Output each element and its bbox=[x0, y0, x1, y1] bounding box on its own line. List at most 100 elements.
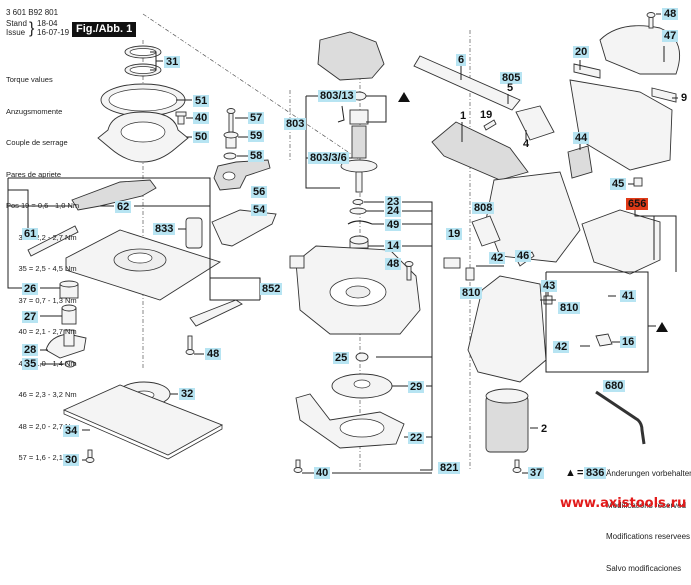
part-label-803[interactable]: 803 bbox=[284, 118, 307, 130]
nut-35 bbox=[64, 360, 76, 368]
part-label-24[interactable]: 24 bbox=[385, 205, 402, 217]
part-label-48c[interactable]: 48 bbox=[662, 8, 679, 20]
part-label-26[interactable]: 26 bbox=[22, 283, 39, 295]
part-label-48b[interactable]: 48 bbox=[385, 258, 402, 270]
eccentric-28 bbox=[45, 329, 87, 359]
part-label-833[interactable]: 833 bbox=[153, 223, 176, 235]
brace: } bbox=[29, 20, 35, 37]
part-label-803-13[interactable]: 803/13 bbox=[318, 90, 356, 102]
screw-57 bbox=[226, 108, 236, 133]
fan-cover bbox=[317, 31, 385, 81]
part-label-19[interactable]: 19 bbox=[480, 109, 493, 121]
part-label-35[interactable]: 35 bbox=[22, 358, 39, 370]
part-label-1[interactable]: 1 bbox=[460, 110, 467, 122]
brush-16 bbox=[595, 333, 613, 347]
part-label-14[interactable]: 14 bbox=[385, 240, 402, 252]
part-label-821[interactable]: 821 bbox=[438, 462, 461, 474]
part-label-19b[interactable]: 19 bbox=[446, 228, 463, 240]
stator-housing bbox=[467, 275, 547, 383]
part-label-42[interactable]: 42 bbox=[489, 252, 506, 264]
part-label-29[interactable]: 29 bbox=[408, 381, 425, 393]
part-label-680[interactable]: 680 bbox=[603, 380, 626, 392]
part-label-58[interactable]: 58 bbox=[248, 150, 265, 162]
note-line: Salvo modificaciones bbox=[606, 563, 682, 573]
part-label-656[interactable]: 656 bbox=[626, 198, 649, 210]
motor-housing bbox=[485, 171, 581, 263]
part-label-54[interactable]: 54 bbox=[251, 204, 268, 216]
part-label-37[interactable]: 37 bbox=[528, 467, 545, 479]
ring-31-top bbox=[124, 45, 162, 59]
part-label-9[interactable]: 9 bbox=[681, 92, 688, 104]
part-label-42b[interactable]: 42 bbox=[553, 341, 570, 353]
part-label-836[interactable]: 836 bbox=[584, 467, 607, 479]
part-label-16[interactable]: 16 bbox=[620, 336, 637, 348]
ring-31-bottom bbox=[124, 63, 162, 77]
part-label-40b[interactable]: 40 bbox=[314, 467, 331, 479]
part-label-57[interactable]: 57 bbox=[248, 112, 265, 124]
part-label-852[interactable]: 852 bbox=[260, 283, 283, 295]
part-label-46[interactable]: 46 bbox=[515, 250, 532, 262]
leader-31 bbox=[150, 51, 163, 71]
sleeve-59 bbox=[223, 131, 239, 149]
torque-row: Pos 19 = 0,6 - 1,0 Nm bbox=[6, 201, 80, 210]
part-label-5[interactable]: 5 bbox=[507, 82, 514, 94]
part-label-45[interactable]: 45 bbox=[610, 178, 627, 190]
part-label-47[interactable]: 47 bbox=[662, 30, 679, 42]
leader-852 bbox=[210, 277, 261, 301]
screw-48c bbox=[646, 12, 656, 29]
part-label-808[interactable]: 808 bbox=[472, 202, 495, 214]
nut-25 bbox=[355, 352, 369, 362]
torque-row: 41 = 1,0 - 1,4 Nm bbox=[6, 358, 77, 368]
circlip-49 bbox=[347, 220, 373, 225]
part-label-6[interactable]: 6 bbox=[456, 54, 467, 66]
part-label-43[interactable]: 43 bbox=[541, 280, 558, 292]
screw-30 bbox=[85, 449, 95, 463]
part-label-44[interactable]: 44 bbox=[573, 132, 590, 144]
torque-row: 37 = 0,7 - 1,3 Nm bbox=[6, 295, 77, 305]
part-label-31[interactable]: 31 bbox=[164, 56, 181, 68]
handle-1 bbox=[431, 121, 529, 181]
washer-24 bbox=[349, 207, 367, 215]
part-label-50[interactable]: 50 bbox=[193, 131, 210, 143]
part-label-32[interactable]: 32 bbox=[179, 388, 196, 400]
part-label-49[interactable]: 49 bbox=[385, 219, 402, 231]
part-label-59[interactable]: 59 bbox=[248, 130, 265, 142]
part-label-48[interactable]: 48 bbox=[205, 348, 222, 360]
part-label-4[interactable]: 4 bbox=[523, 138, 530, 150]
part-label-810b[interactable]: 810 bbox=[558, 302, 581, 314]
part-label-41[interactable]: 41 bbox=[620, 290, 637, 302]
part-label-803-3-6[interactable]: 803/3/6 bbox=[308, 152, 349, 164]
leader-61 bbox=[8, 189, 29, 232]
part-label-62[interactable]: 62 bbox=[115, 201, 132, 213]
part-label-27[interactable]: 27 bbox=[22, 311, 39, 323]
part-label-25[interactable]: 25 bbox=[333, 352, 350, 364]
part-label-30[interactable]: 30 bbox=[63, 454, 80, 466]
screw-19a bbox=[483, 119, 497, 131]
housing-50 bbox=[97, 111, 189, 163]
leader-box-triangle bbox=[545, 271, 656, 373]
knob-44 bbox=[567, 145, 593, 179]
part-label-56[interactable]: 56 bbox=[251, 186, 268, 198]
leader-triangle-803 bbox=[366, 95, 387, 123]
leader-frame bbox=[7, 177, 260, 301]
part-label-28[interactable]: 28 bbox=[22, 344, 39, 356]
leader-803 bbox=[300, 95, 352, 189]
part-label-22[interactable]: 22 bbox=[408, 432, 425, 444]
note-line: Änderungen vorbehalten bbox=[606, 469, 691, 478]
part-label-61[interactable]: 61 bbox=[22, 228, 39, 240]
part-label-2[interactable]: 2 bbox=[541, 423, 548, 435]
part-label-40[interactable]: 40 bbox=[193, 112, 210, 124]
torque-row: 35 = 2,5 - 4,5 Nm bbox=[6, 264, 77, 273]
note-line: Modifications reservees bbox=[606, 532, 691, 541]
hex-key-small bbox=[337, 105, 345, 123]
part-label-34[interactable]: 34 bbox=[63, 425, 80, 437]
note-line: Modifications reserved bbox=[606, 500, 687, 510]
exploded-diagram bbox=[7, 12, 680, 474]
part-label-51[interactable]: 51 bbox=[193, 95, 210, 107]
part-label-805[interactable]: 805 bbox=[500, 72, 523, 84]
part-label-810[interactable]: 810 bbox=[460, 287, 483, 299]
part-label-20[interactable]: 20 bbox=[573, 46, 590, 58]
leader-656 bbox=[634, 210, 677, 272]
fan-29 bbox=[331, 373, 393, 399]
torque-table: Torque values Anzugsmomente Couple de se… bbox=[6, 54, 79, 474]
